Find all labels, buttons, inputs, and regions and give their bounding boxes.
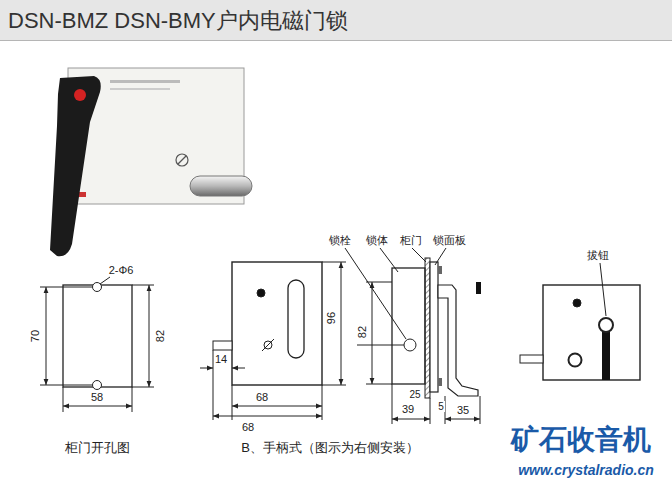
door-cutout-drawing [132, 387, 154, 388]
part-label: 锁体 [365, 234, 389, 246]
side-view-drawing [476, 282, 481, 294]
front-view-drawing [232, 385, 233, 420]
side-view-drawing [372, 282, 373, 384]
front-view-drawing [322, 262, 346, 263]
title-band [0, 0, 672, 40]
product-photo [50, 68, 252, 256]
side-view-drawing [412, 248, 426, 262]
door-cutout-drawing [149, 285, 150, 387]
door-cutout-drawing [63, 285, 132, 387]
side-view-drawing [425, 258, 430, 398]
unlocked-view-drawing [520, 263, 640, 380]
front-view-drawing [200, 262, 346, 420]
dimension-label: 68 [241, 421, 255, 433]
product-photo [110, 88, 170, 90]
side-view-drawing [392, 384, 393, 424]
front-view-drawing [341, 262, 342, 385]
door-cutout-drawing [46, 287, 47, 385]
product-photo [176, 154, 188, 166]
side-view-drawing [445, 419, 480, 420]
door-cutout-drawing [40, 277, 154, 412]
front-view-drawing [288, 280, 304, 358]
dimension-label: 96 [325, 311, 337, 325]
front-view-drawing [322, 385, 323, 420]
dimension-label: 82 [154, 329, 166, 343]
part-label: 锁栓 [328, 234, 352, 246]
side-view-drawing [404, 339, 416, 351]
product-photo [110, 80, 180, 83]
dimension-label: 14 [214, 353, 228, 365]
side-view-drawing [430, 262, 438, 392]
door-cutout-drawing [63, 387, 64, 412]
product-photo [74, 89, 86, 101]
part-label: 拔钮 [586, 249, 610, 261]
front-view-drawing [213, 416, 322, 417]
title-band [0, 0, 672, 41]
side-view-drawing [438, 285, 478, 396]
door-cutout-drawing [93, 381, 102, 390]
door-cutout-drawing [63, 406, 132, 407]
side-view-drawing [345, 248, 406, 339]
part-label: 锁面板 [432, 234, 467, 246]
dimension-label: 82 [356, 325, 368, 339]
front-view-drawing [257, 289, 265, 297]
door-cutout-drawing [40, 385, 92, 386]
front-view-drawing [213, 341, 232, 350]
dimension-label: 35 [456, 404, 470, 416]
dimension-label: 5 [437, 401, 445, 412]
side-view-drawing [435, 248, 446, 265]
front-view-drawing [232, 262, 322, 385]
title-band [0, 40, 672, 41]
door-cutout-drawing [132, 387, 133, 412]
unlocked-view-drawing [520, 355, 543, 363]
front-view-drawing [213, 372, 214, 420]
side-view-drawing [366, 282, 392, 283]
unlocked-view-drawing [602, 329, 610, 380]
side-view-drawing [438, 266, 442, 274]
dimension-label: 25 [408, 389, 421, 400]
watermark: 矿石收音机 [510, 425, 652, 456]
front-view-drawing [200, 368, 213, 369]
product-photo [50, 76, 101, 256]
unlocked-view-drawing [573, 299, 581, 307]
door-cutout-drawing [132, 285, 154, 286]
dimension-label: 58 [90, 391, 104, 403]
front-view-drawing [322, 385, 346, 386]
unlocked-view-drawing [599, 318, 613, 332]
side-view-drawing [357, 345, 404, 346]
page-title: DSN-BMZ DSN-BMY户内电磁门锁 [8, 9, 348, 33]
side-view-drawing [480, 396, 481, 424]
side-view-drawing [438, 378, 442, 386]
door-cutout-drawing [100, 277, 110, 284]
front-view-drawing [262, 339, 274, 351]
dimension-label: 2-Φ6 [108, 264, 135, 276]
unlocked-view-drawing [569, 354, 582, 367]
product-photo [190, 176, 252, 196]
side-view-drawing [392, 419, 430, 420]
product-photo [178, 156, 186, 164]
side-view-drawing [380, 248, 398, 272]
dimension-label: 68 [255, 391, 269, 403]
side-view-drawing [345, 248, 481, 424]
dimension-label: 39 [401, 403, 415, 415]
side-view-drawing [366, 384, 392, 385]
unlocked-view-drawing [600, 263, 606, 316]
dimension-label: 70 [29, 329, 41, 343]
front-view-drawing [232, 406, 322, 407]
watermark: www.crystalradio.cn [517, 463, 655, 478]
part-label: 柜门 [399, 234, 423, 246]
door-cutout-drawing [40, 287, 92, 288]
figure-caption: B、手柄式（图示为右侧安装） [240, 441, 420, 455]
unlocked-view-drawing [543, 285, 640, 380]
side-view-drawing [430, 398, 431, 424]
front-view-drawing [232, 368, 245, 369]
figure-caption: 柜门开孔图 [64, 441, 131, 455]
